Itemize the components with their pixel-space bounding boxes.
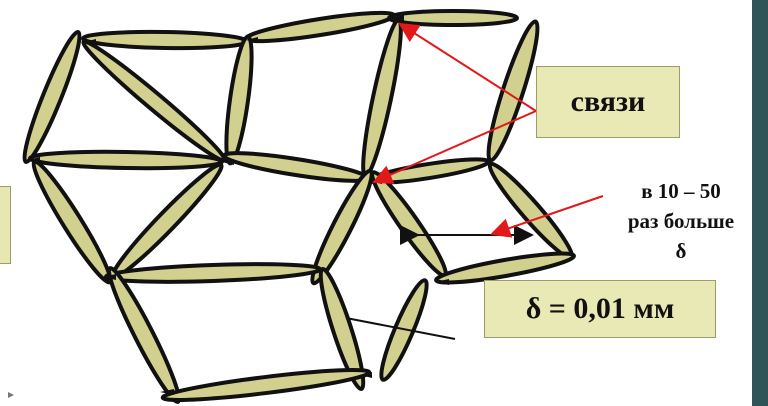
- bond-pointer-arrow-middle: [372, 110, 537, 184]
- bonds-label: связи: [570, 85, 646, 118]
- bond-mark: [222, 159, 234, 165]
- cell-wall: [370, 170, 448, 278]
- bond-mark: [360, 372, 372, 378]
- cell-wall: [81, 39, 227, 163]
- cell-wall: [81, 29, 249, 51]
- cell-wall: [487, 161, 575, 261]
- left-partial-label-box: [0, 186, 11, 264]
- cell-wall: [361, 17, 403, 179]
- cell-wall: [434, 251, 576, 285]
- small-corner-mark: [8, 392, 14, 398]
- thickness-label: δ = 0,01 мм: [525, 292, 675, 325]
- cell-wall: [310, 168, 374, 286]
- thickness-label-box: δ = 0,01 мм: [484, 280, 716, 338]
- cell-wall: [387, 9, 519, 27]
- cell-wall: [221, 151, 371, 183]
- scale-note-line-3: δ: [675, 239, 687, 263]
- scale-note: в 10 – 50 раз больше δ: [601, 176, 761, 266]
- bond-mark: [160, 389, 174, 395]
- cell-wall: [104, 262, 322, 284]
- cell-wall: [318, 267, 366, 391]
- bond-pointer-arrow-top: [398, 22, 537, 112]
- scale-note-line-1: в 10 – 50: [641, 179, 721, 203]
- scale-pointer-arrow: [490, 195, 604, 238]
- bond-mark: [246, 37, 258, 43]
- bond-mark: [28, 157, 40, 163]
- bond-mark-group: [28, 15, 449, 395]
- right-decorative-band: [752, 0, 768, 406]
- bonds-label-box: связи: [536, 66, 680, 138]
- cell-wall: [224, 34, 254, 166]
- bond-mark: [102, 274, 116, 280]
- cell-wall: [160, 368, 372, 402]
- bond-mark: [390, 15, 404, 21]
- bond-mark: [435, 279, 449, 285]
- bond-mark: [84, 39, 96, 45]
- cell-wall-group: [22, 9, 576, 404]
- cell-wall: [28, 149, 224, 171]
- cell-wall: [31, 159, 113, 285]
- cell-wall: [22, 30, 82, 164]
- scale-note-line-2: раз больше: [627, 209, 735, 233]
- cell-wall: [107, 266, 181, 404]
- cell-wall: [243, 10, 397, 44]
- wall-cross-line: [345, 317, 456, 340]
